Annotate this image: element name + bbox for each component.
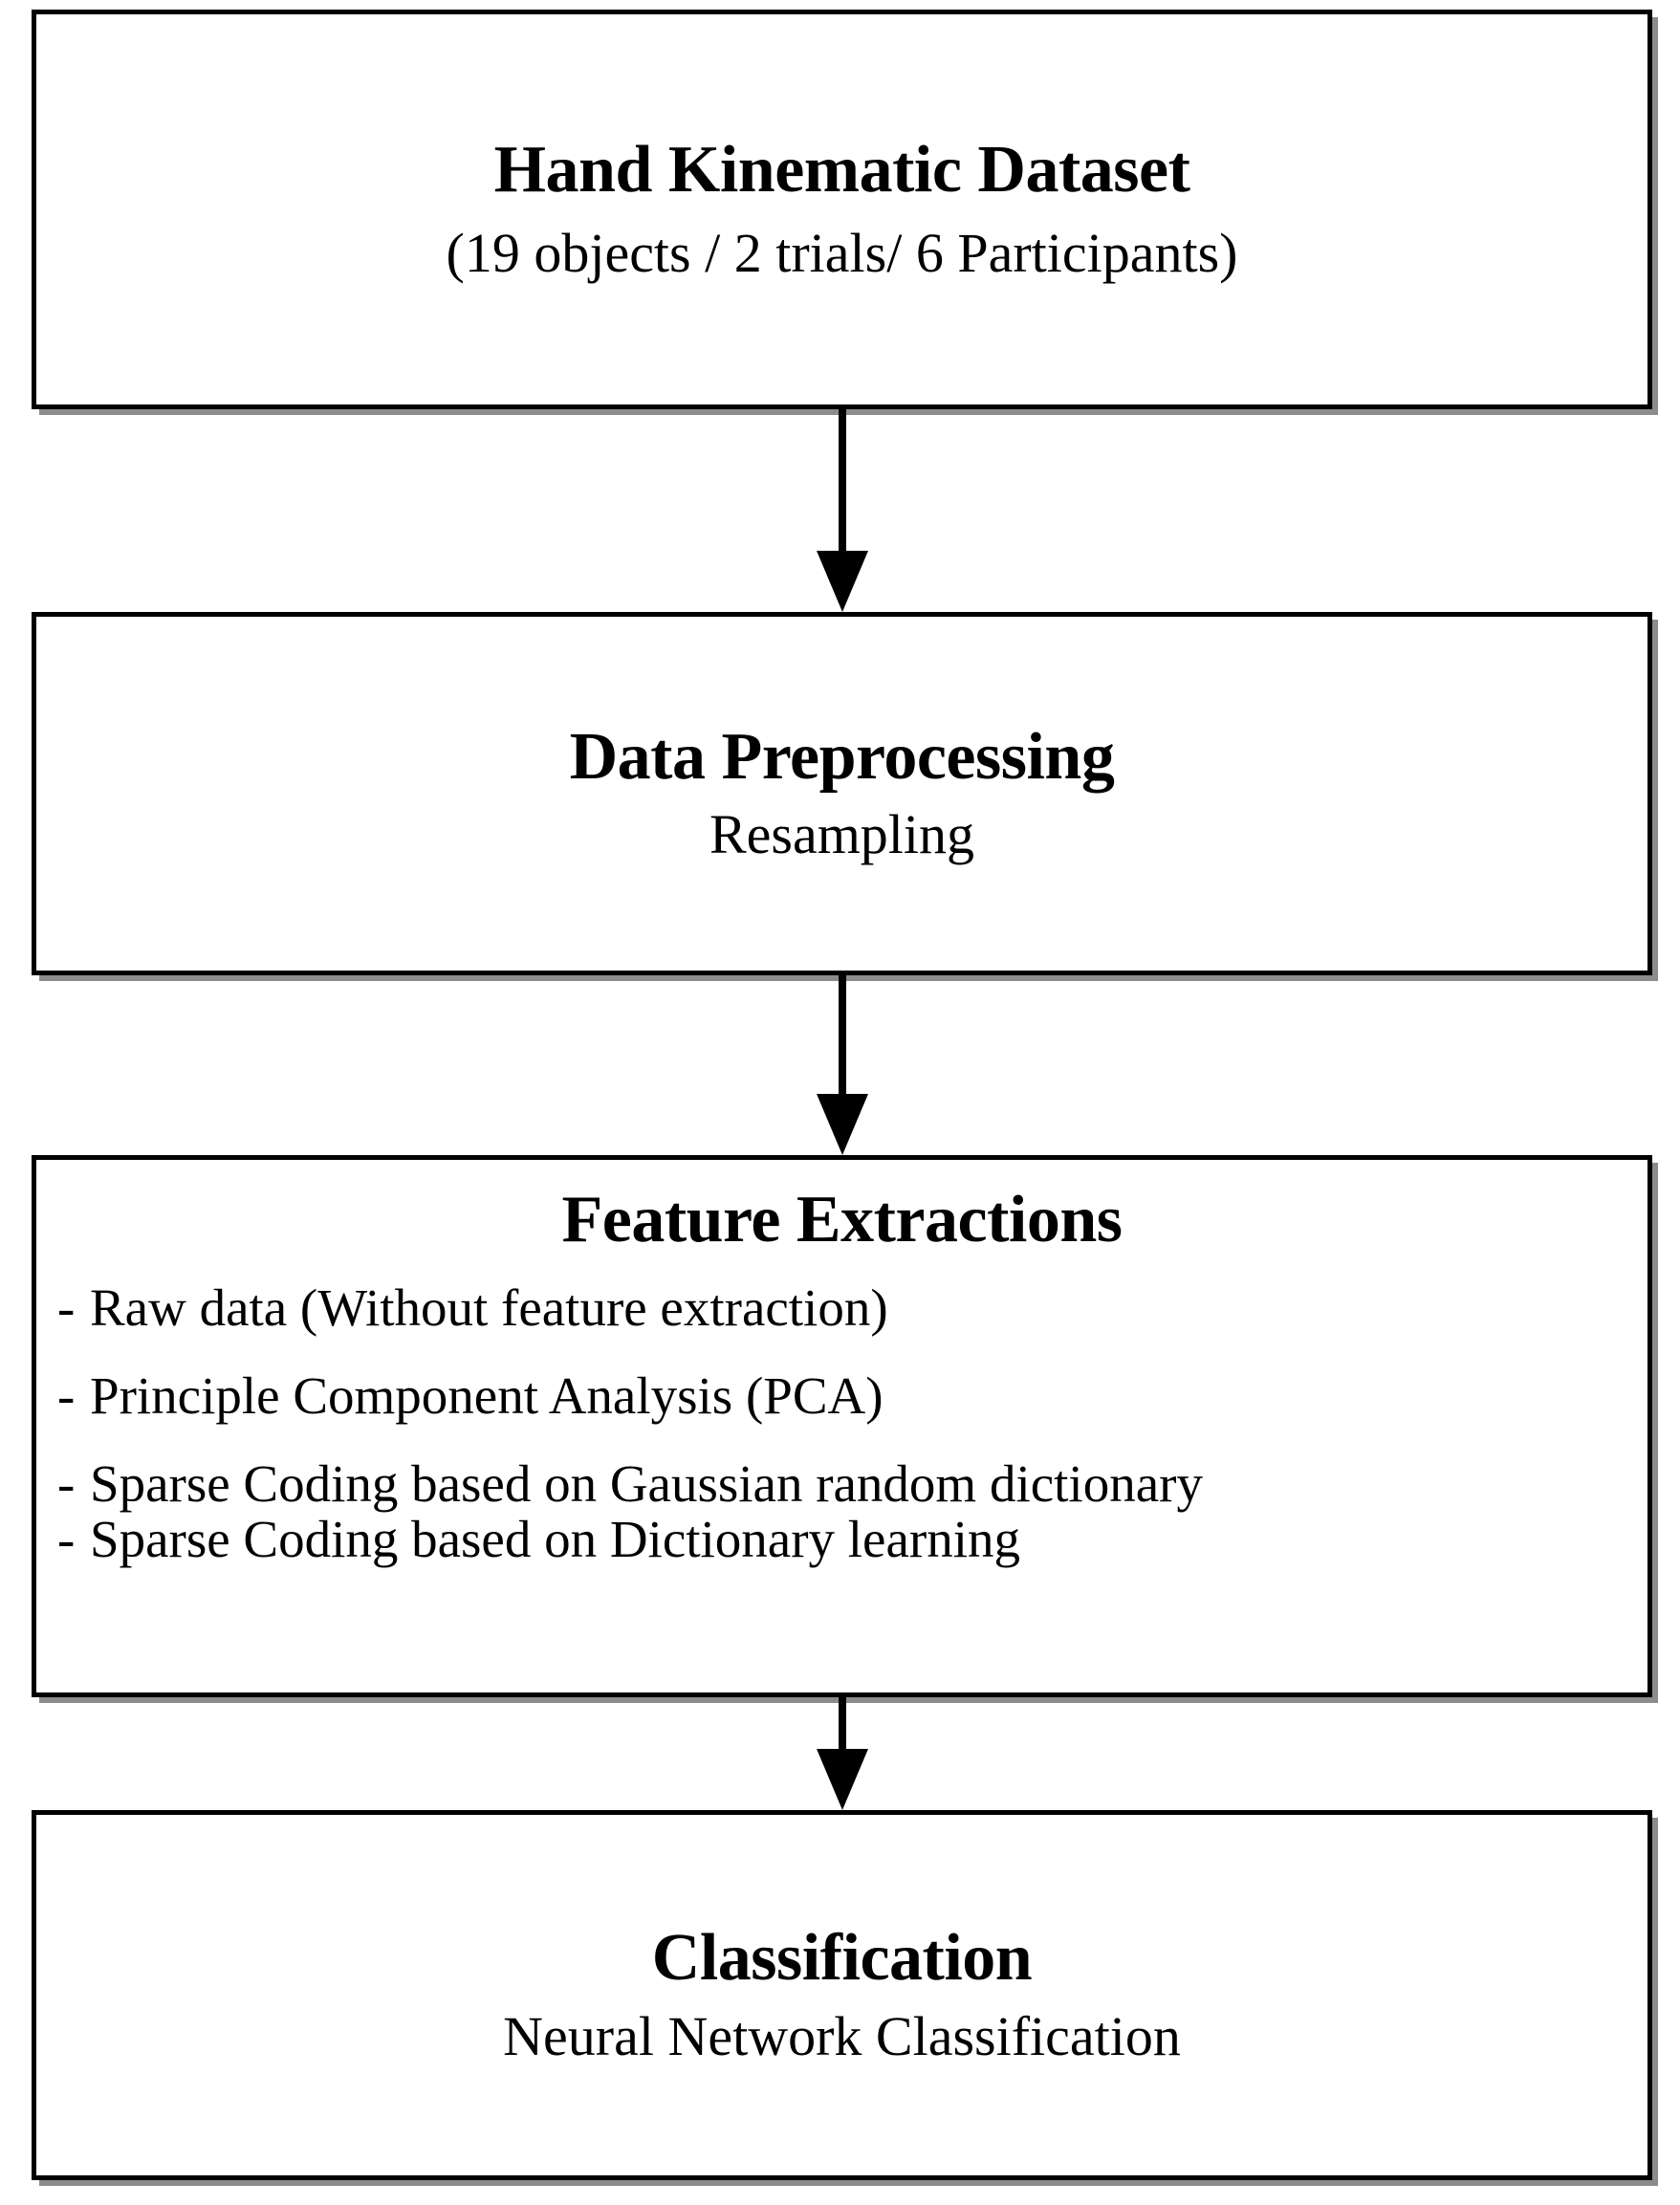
arrow-shaft — [839, 1697, 846, 1753]
arrow-head-down-icon — [817, 1749, 868, 1810]
arrow-shaft — [839, 409, 846, 555]
arrow-head-down-icon — [817, 1094, 868, 1155]
flow-node-preprocessing[interactable]: Data Preprocessing Resampling — [32, 612, 1652, 975]
list-item: - Raw data (Without feature extraction) — [57, 1277, 1647, 1337]
list-item-label: Principle Component Analysis (PCA) — [90, 1365, 884, 1425]
list-item-label: Sparse Coding based on Gaussian random d… — [90, 1454, 1203, 1514]
arrow-preprocessing-to-features — [817, 975, 868, 1155]
node-subtitle: Resampling — [709, 802, 975, 865]
bullet-dash-icon: - — [57, 1510, 76, 1569]
node-subtitle: Neural Network Classification — [503, 2005, 1181, 2068]
list-item-label: Sparse Coding based on Dictionary learni… — [90, 1510, 1020, 1569]
flow-node-dataset[interactable]: Hand Kinematic Dataset (19 objects / 2 t… — [32, 10, 1652, 409]
bullet-dash-icon: - — [57, 1277, 76, 1337]
feature-bullet-list: - Raw data (Without feature extraction) … — [36, 1277, 1647, 1569]
list-item: - Principle Component Analysis (PCA) — [57, 1365, 1647, 1425]
list-item: - Sparse Coding based on Gaussian random… — [57, 1454, 1647, 1514]
node-title: Data Preprocessing — [569, 720, 1115, 795]
flow-node-classification[interactable]: Classification Neural Network Classifica… — [32, 1810, 1652, 2180]
bullet-dash-icon: - — [57, 1454, 76, 1514]
node-title: Feature Extractions — [561, 1183, 1123, 1256]
node-title: Hand Kinematic Dataset — [493, 133, 1190, 207]
arrow-head-down-icon — [817, 551, 868, 612]
arrow-features-to-classification — [817, 1697, 868, 1810]
list-item: - Sparse Coding based on Dictionary lear… — [57, 1510, 1647, 1569]
node-title: Classification — [651, 1920, 1033, 1995]
list-item-label: Raw data (Without feature extraction) — [90, 1277, 888, 1337]
bullet-dash-icon: - — [57, 1365, 76, 1425]
flow-node-feature-extractions[interactable]: Feature Extractions - Raw data (Without … — [32, 1155, 1652, 1697]
arrow-dataset-to-preprocessing — [817, 409, 868, 612]
node-subtitle: (19 objects / 2 trials/ 6 Participants) — [446, 221, 1238, 284]
arrow-shaft — [839, 975, 846, 1098]
